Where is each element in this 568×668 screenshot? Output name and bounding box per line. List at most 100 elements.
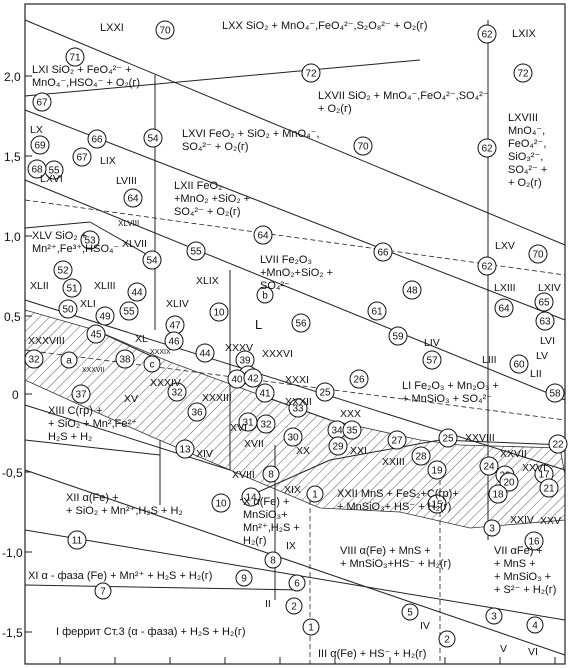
marker-a: a: [60, 351, 78, 369]
marker-66: 66: [373, 242, 393, 262]
marker-label: 19: [431, 466, 443, 477]
region-XXXIII: XXXIII: [202, 392, 232, 404]
region-XII: XII α(Fe) + + SiO₂ + Mn²⁺,H₂S + H₂: [66, 492, 183, 517]
region-LXVI: LXVI FeO₂ + SiO₂ + MnO₄⁻, SO₄²⁻ + O₂(г): [182, 128, 320, 153]
region-LVII: LVII Fe₂O₃ +MnO₂+SiO₂ + SO₄²⁻: [260, 254, 334, 292]
marker-label: 68: [31, 165, 43, 176]
marker-70: 70: [528, 244, 548, 264]
marker-5: 5: [401, 603, 419, 621]
marker-label: 70: [532, 250, 544, 261]
marker-label: 3: [491, 612, 497, 623]
marker-51: 51: [62, 278, 82, 298]
marker-label: 42: [247, 374, 259, 385]
region-XX: XX: [296, 445, 311, 457]
marker-1: 1: [302, 618, 320, 636]
marker-label: 70: [159, 26, 171, 37]
region-LVI: LVI: [540, 335, 555, 347]
marker-label: 64: [127, 194, 139, 205]
region-XXXI: XXXI: [285, 374, 309, 386]
y-tick-label: 1,5: [4, 150, 21, 164]
marker-label: 44: [199, 349, 211, 360]
marker-label: 24: [483, 462, 495, 473]
marker-24: 24: [479, 456, 499, 476]
marker-label: 55: [123, 307, 135, 318]
marker-65: 65: [534, 292, 554, 312]
marker-label: 2: [291, 602, 297, 613]
axis-ticks: [25, 75, 556, 664]
marker-53: 53: [80, 230, 100, 250]
marker-3: 3: [483, 519, 501, 537]
marker-label: 62: [481, 144, 493, 155]
marker-71: 71: [65, 47, 85, 67]
marker-63: 63: [535, 311, 555, 331]
marker-40: 40: [227, 369, 247, 389]
region-LXIX: LXIX: [512, 28, 536, 40]
region-XXXVIII: XXXVIII: [28, 335, 65, 347]
region-LII: LII: [530, 368, 542, 380]
region-XIV: XIV: [196, 448, 213, 460]
marker-7: 7: [94, 582, 112, 600]
marker-label: 56: [295, 319, 307, 330]
marker-label: 69: [34, 141, 46, 152]
region-XXVII: XXVII: [500, 448, 527, 460]
y-tick-label: -1,5: [2, 626, 23, 640]
region-VII: VII αFe) + + MnS + + MnSiO₃ + + S²⁻ + H₂…: [494, 545, 557, 596]
marker-47: 47: [165, 315, 185, 335]
region-XXXVII: XXXVII: [82, 367, 105, 374]
marker-label: 9: [241, 574, 247, 585]
region-III: III α(Fe) + HS⁻ + H₂(г): [318, 648, 427, 660]
marker-label: 26: [353, 375, 365, 386]
marker-42: 42: [243, 368, 263, 388]
marker-37: 37: [71, 384, 91, 404]
marker-14: 14: [241, 487, 261, 507]
region-XXIII: XXIII: [382, 456, 405, 468]
marker-30: 30: [283, 427, 303, 447]
region-XLI: XLI: [80, 298, 96, 310]
marker-label: 44: [131, 288, 143, 299]
region-LV: LV: [536, 350, 549, 362]
region-XXV: XXV: [540, 515, 562, 527]
marker-15: 15: [427, 494, 447, 514]
marker-label: 40: [231, 375, 243, 386]
marker-label: 53: [84, 236, 96, 247]
region-XIX: XIX: [284, 484, 301, 496]
region-LXXI: LXXI: [100, 22, 124, 34]
region-LIX: LIX: [100, 155, 116, 167]
marker-b: b: [256, 286, 274, 304]
region-XLV: XLV SiO₂ + Mn²⁺,Fe³⁺,HSO₄⁻: [32, 230, 120, 255]
marker-label: 66: [377, 248, 389, 259]
marker-54: 54: [143, 128, 163, 148]
marker-2: 2: [438, 630, 456, 648]
marker-64: 64: [123, 188, 143, 208]
marker-label: 27: [391, 436, 403, 447]
region-XXI: XXI: [350, 445, 367, 457]
marker-35: 35: [342, 420, 362, 440]
region-XXXII: XXXII: [285, 396, 312, 408]
marker-3: 3: [485, 607, 503, 625]
region-X: X α(Fe) + MnSiO₃+ Mn²⁺,H₂S + H₂(г): [243, 496, 300, 547]
marker-25: 25: [438, 428, 458, 448]
marker-c: c: [143, 355, 161, 373]
marker-label: 32: [260, 420, 272, 431]
marker-label: 41: [259, 389, 271, 400]
marker-61: 61: [367, 301, 387, 321]
region-XIII: XIII C(гр) + + SiO₂ + Mn²,Fe²⁺ H₂S + H₂: [48, 405, 137, 443]
marker-label: 1: [312, 490, 318, 501]
region-V: V: [500, 643, 508, 655]
marker-label: 45: [90, 330, 102, 341]
marker-label: 72: [305, 69, 317, 80]
marker-label: 20: [503, 478, 515, 489]
marker-label: 14: [245, 493, 257, 504]
region-XV: XV: [124, 393, 139, 405]
marker-label: 59: [392, 332, 404, 343]
region-XXXVI: XXXVI: [262, 348, 293, 360]
marker-label: 55: [190, 247, 202, 258]
marker-70: 70: [353, 136, 373, 156]
region-XXXV: XXXV: [225, 342, 254, 354]
marker-57: 57: [422, 350, 442, 370]
marker-36: 36: [187, 402, 207, 422]
region-XVI: XVI: [230, 422, 247, 434]
region-XXII: XXII MnS + FeS₂+C(гр)+ + MnSiO₃+ HS⁻ + H…: [337, 488, 459, 513]
marker-54: 54: [142, 250, 162, 270]
region-LIV: LIV: [424, 337, 440, 349]
